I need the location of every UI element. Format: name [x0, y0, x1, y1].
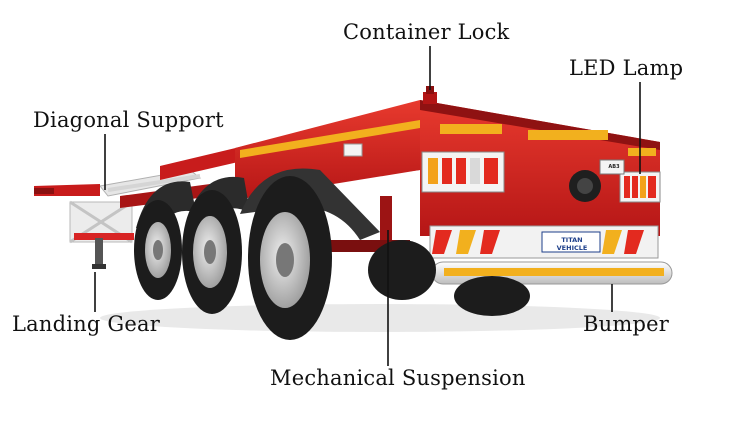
rear-body — [235, 100, 660, 236]
label-container-lock: Container Lock — [343, 20, 510, 44]
label-diagonal-support: Diagonal Support — [33, 108, 224, 132]
wheel-front — [134, 200, 182, 300]
label-bumper: Bumper — [583, 312, 669, 336]
leader-lines — [94, 46, 641, 366]
landing-gear — [69, 200, 134, 269]
rear-warning-plate — [429, 225, 659, 259]
label-mechanical-suspension: Mechanical Suspension — [270, 366, 526, 390]
led-lamp — [619, 171, 661, 203]
wheel-middle — [182, 190, 242, 314]
label-led-lamp: LED Lamp — [569, 56, 684, 80]
wheel-far — [368, 240, 530, 316]
tow-hitch — [569, 159, 625, 202]
label-landing-gear: Landing Gear — [12, 312, 160, 336]
wheel-rear — [248, 176, 332, 340]
rear-lamp-left — [421, 151, 505, 193]
brand-plate-text: TITAN VEHICLE — [556, 236, 588, 252]
ground-shadow — [100, 304, 660, 332]
plate-text: AB3 — [608, 164, 620, 170]
